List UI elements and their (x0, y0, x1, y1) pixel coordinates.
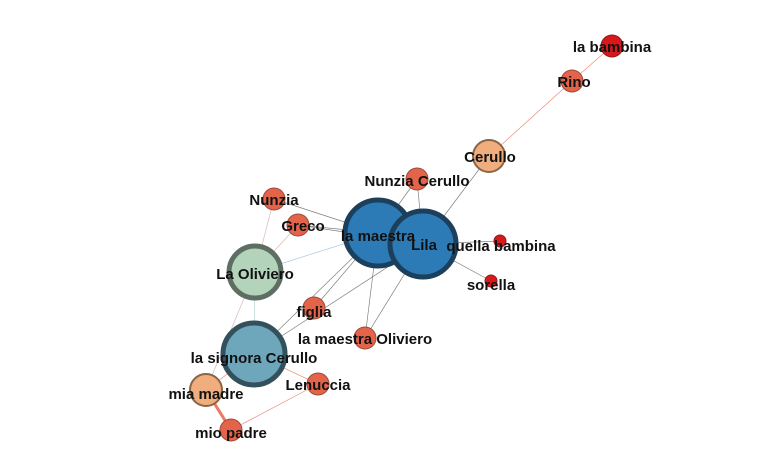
label-greco: Greco (281, 218, 324, 235)
edge-rino-cerullo (488, 80, 573, 157)
label-cerullo: Cerullo (464, 149, 516, 166)
node-greco[interactable] (286, 213, 310, 237)
node-nunzia[interactable] (262, 187, 286, 211)
node-sorella[interactable] (484, 274, 498, 288)
label-sorella: sorella (467, 277, 516, 294)
node-cerullo[interactable] (472, 139, 506, 173)
label-la-bambina: la bambina (573, 39, 652, 56)
node-quella-bambina[interactable] (493, 234, 507, 248)
label-quella-bambina: quella bambina (446, 238, 556, 255)
label-la-maestra: la maestra (341, 228, 416, 245)
label-nunzia: Nunzia (249, 192, 299, 209)
label-figlia: figlia (296, 304, 332, 321)
node-rino[interactable] (560, 69, 584, 93)
node-la-signora-cerullo[interactable] (220, 320, 288, 388)
label-la-maestra-oliviero: la maestra Oliviero (298, 331, 432, 348)
label-lenuccia: Lenuccia (285, 377, 351, 394)
label-mia-madre: mia madre (168, 386, 243, 403)
node-figlia[interactable] (302, 296, 326, 320)
node-lila[interactable] (387, 208, 459, 280)
label-lila: Lila (411, 237, 437, 254)
label-nunzia-cerullo: Nunzia Cerullo (364, 173, 469, 190)
label-mio-padre: mio padre (195, 425, 267, 442)
node-la-maestra-oliviero[interactable] (353, 326, 377, 350)
node-mia-madre[interactable] (189, 373, 223, 407)
node-la-bambina[interactable] (600, 34, 624, 58)
edge-mio_padre-lenuccia (230, 383, 319, 431)
node-la-oliviero[interactable] (226, 243, 284, 301)
label-la-signora-cerullo: la signora Cerullo (191, 350, 318, 367)
node-mio-padre[interactable] (219, 418, 243, 442)
nodes-layer (189, 34, 624, 442)
label-rino: Rino (557, 74, 590, 91)
label-la-oliviero: La Oliviero (216, 266, 294, 283)
node-lenuccia[interactable] (306, 372, 330, 396)
node-nunzia-cerullo[interactable] (405, 167, 429, 191)
